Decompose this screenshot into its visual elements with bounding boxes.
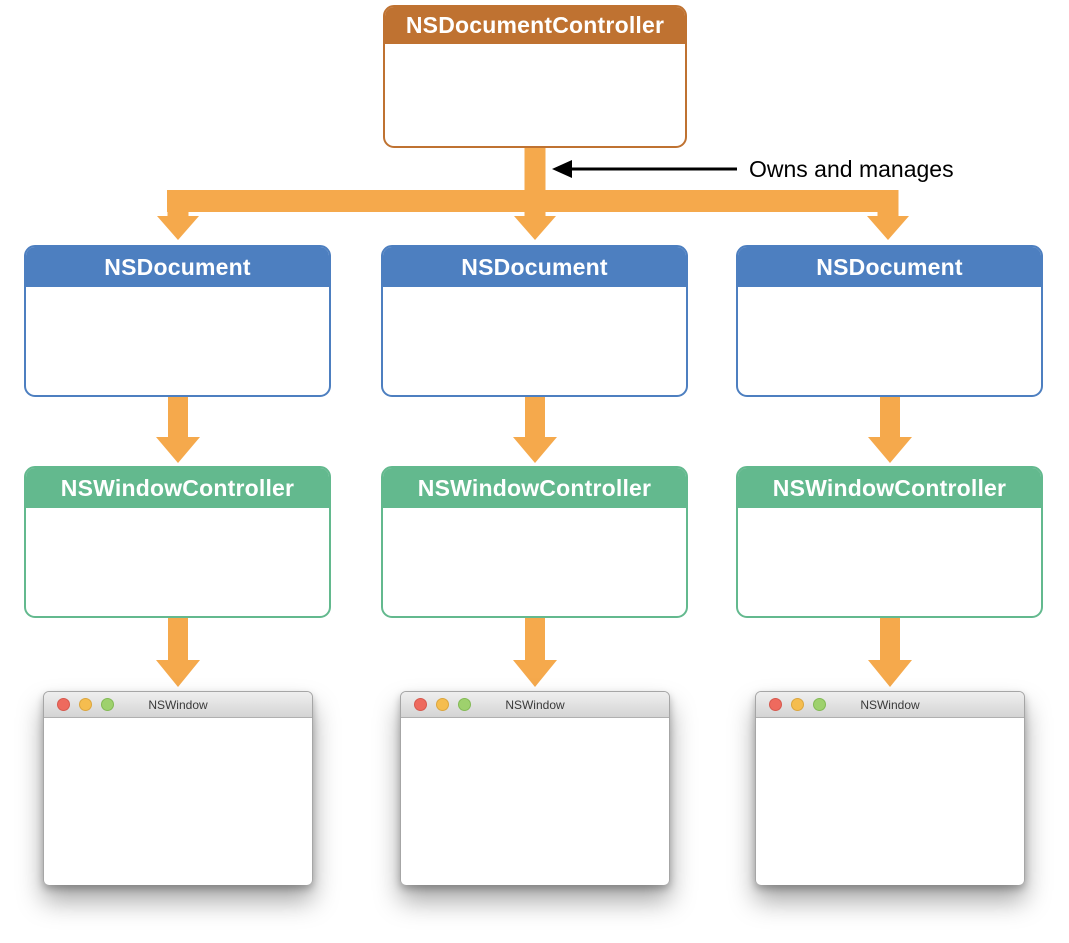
traffic-lights-2: [414, 698, 471, 711]
nsdocument-header-3: NSDocument: [738, 247, 1041, 287]
nsdocument-header-1: NSDocument: [26, 247, 329, 287]
nswindow-3: NSWindow: [755, 691, 1025, 885]
zoom-icon: [458, 698, 471, 711]
minimize-icon: [436, 698, 449, 711]
nswindowcontroller-box-3: NSWindowController: [736, 466, 1043, 618]
minimize-icon: [791, 698, 804, 711]
controller-to-window-arrows: [156, 618, 912, 687]
nswindowcontroller-title-1: NSWindowController: [60, 474, 295, 501]
nsdocument-header-2: NSDocument: [383, 247, 686, 287]
nsdocument-box-2: NSDocument: [381, 245, 688, 397]
nsdocumentcontroller-header: NSDocumentController: [385, 7, 685, 44]
nswindow-2: NSWindow: [400, 691, 670, 885]
nswindow-title-3: NSWindow: [860, 697, 920, 712]
close-icon: [57, 698, 70, 711]
nswindowcontroller-header-2: NSWindowController: [383, 468, 686, 508]
nswindow-content-3: [756, 718, 1024, 885]
nswindow-content-1: [44, 718, 312, 885]
nswindowcontroller-box-2: NSWindowController: [381, 466, 688, 618]
close-icon: [414, 698, 427, 711]
traffic-lights-1: [57, 698, 114, 711]
nswindowcontroller-header-1: NSWindowController: [26, 468, 329, 508]
nswindow-titlebar-1: NSWindow: [44, 692, 312, 718]
zoom-icon: [813, 698, 826, 711]
nswindowcontroller-header-3: NSWindowController: [738, 468, 1041, 508]
nsdocument-box-1: NSDocument: [24, 245, 331, 397]
nswindow-titlebar-2: NSWindow: [401, 692, 669, 718]
nswindowcontroller-title-2: NSWindowController: [417, 474, 652, 501]
nsdocument-title-3: NSDocument: [816, 253, 963, 280]
nsdocumentcontroller-title: NSDocumentController: [405, 12, 665, 38]
close-icon: [769, 698, 782, 711]
traffic-lights-3: [769, 698, 826, 711]
nswindow-content-2: [401, 718, 669, 885]
document-to-controller-arrows: [156, 397, 912, 463]
nswindowcontroller-box-1: NSWindowController: [24, 466, 331, 618]
annotation-arrow: [552, 160, 737, 178]
zoom-icon: [101, 698, 114, 711]
nswindow-titlebar-3: NSWindow: [756, 692, 1024, 718]
nswindow-title-1: NSWindow: [148, 697, 208, 712]
nsdocument-box-3: NSDocument: [736, 245, 1043, 397]
nswindow-1: NSWindow: [43, 691, 313, 885]
nsdocument-title-2: NSDocument: [461, 253, 608, 280]
owns-and-manages-label: Owns and manages: [749, 156, 954, 182]
minimize-icon: [79, 698, 92, 711]
nswindow-title-2: NSWindow: [505, 697, 565, 712]
nswindowcontroller-title-3: NSWindowController: [772, 474, 1007, 501]
nsdocumentcontroller-box: NSDocumentController: [383, 5, 687, 148]
nsdocument-title-1: NSDocument: [104, 253, 251, 280]
